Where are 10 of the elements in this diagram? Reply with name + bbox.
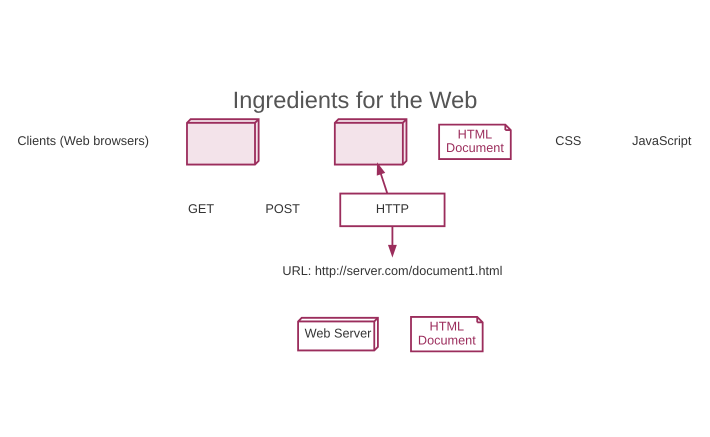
label: Clients (Web browsers) <box>17 134 149 148</box>
arrow <box>376 162 388 194</box>
label: CSS <box>555 134 582 148</box>
node-box: HTTP <box>339 192 446 228</box>
diagram-title: Ingredients for the Web <box>232 87 478 114</box>
label: POST <box>265 202 300 216</box>
label: GET <box>188 202 214 216</box>
node-text: URL: http://server.com/document1.html <box>282 264 502 278</box>
arrow <box>388 226 397 258</box>
label: JavaScript <box>632 134 692 148</box>
